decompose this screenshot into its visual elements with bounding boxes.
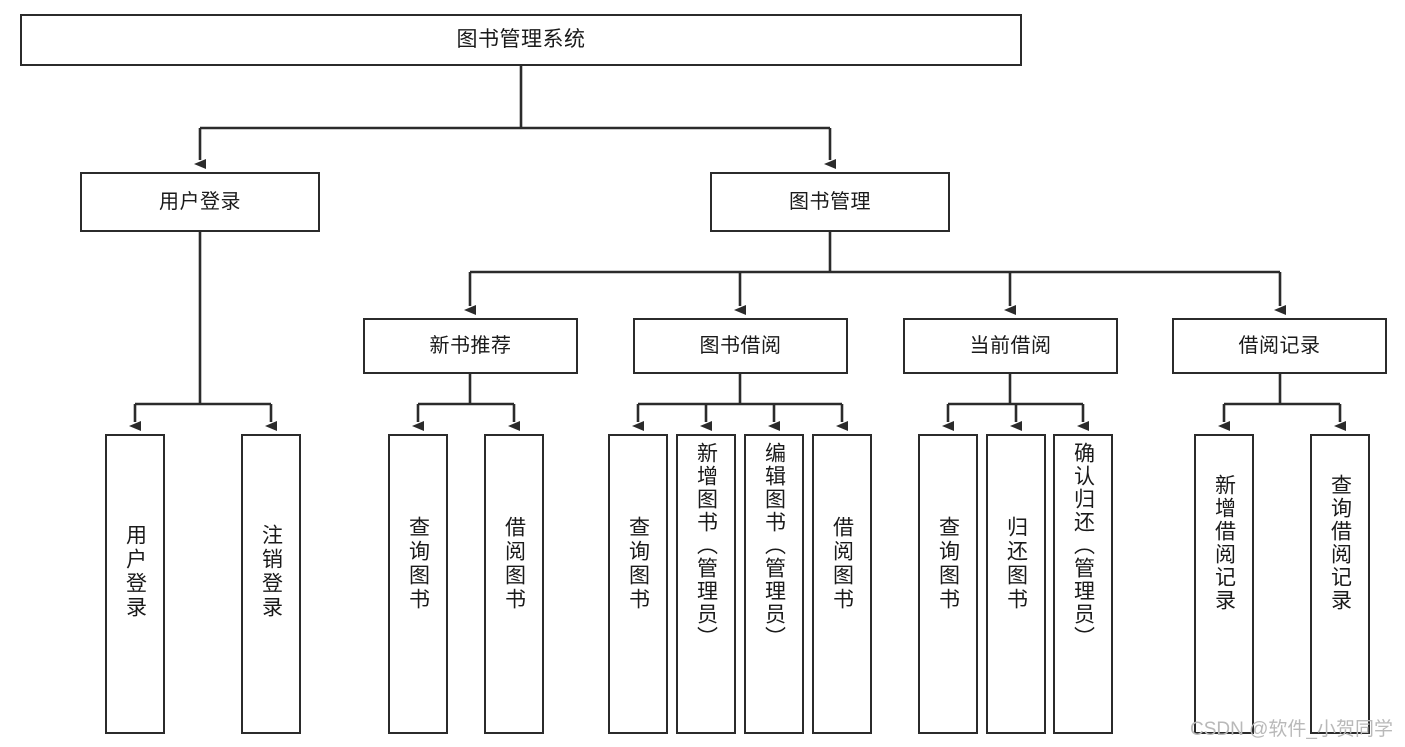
node-label: 归还图书 (1004, 516, 1028, 612)
node-label: 用户登录 (159, 190, 241, 213)
node-label: 当前借阅 (969, 334, 1052, 357)
node-label: 新增借阅记录 (1212, 474, 1236, 612)
node-label: 借阅图书 (502, 516, 526, 612)
leaf-user-login-login[interactable]: 用户登录 (105, 434, 165, 734)
node-label: 注销登录 (259, 524, 283, 620)
leaf-recommend-borrow-book[interactable]: 借阅图书 (484, 434, 544, 734)
node-label: 新增图书（管理员） (694, 442, 718, 649)
node-user-login[interactable]: 用户登录 (80, 172, 320, 232)
node-root-system[interactable]: 图书管理系统 (20, 14, 1022, 66)
node-new-book-recommend[interactable]: 新书推荐 (363, 318, 578, 374)
node-label: 查询图书 (936, 516, 960, 612)
node-label: 查询图书 (406, 516, 430, 612)
leaf-record-query-borrow-record[interactable]: 查询借阅记录 (1310, 434, 1370, 734)
node-label: 借阅图书 (830, 516, 854, 612)
leaf-current-return-book[interactable]: 归还图书 (986, 434, 1046, 734)
node-label: 图书管理系统 (456, 28, 586, 52)
leaf-record-add-borrow-record[interactable]: 新增借阅记录 (1194, 434, 1254, 734)
leaf-borrow-add-book-admin[interactable]: 新增图书（管理员） (676, 434, 736, 734)
node-label: 图书借阅 (699, 334, 782, 357)
leaf-borrow-edit-book-admin[interactable]: 编辑图书（管理员） (744, 434, 804, 734)
node-book-management[interactable]: 图书管理 (710, 172, 950, 232)
leaf-current-query-book[interactable]: 查询图书 (918, 434, 978, 734)
node-book-borrow[interactable]: 图书借阅 (633, 318, 848, 374)
node-label: 查询借阅记录 (1328, 474, 1352, 612)
node-label: 查询图书 (626, 516, 650, 612)
leaf-borrow-query-book[interactable]: 查询图书 (608, 434, 668, 734)
leaf-borrow-borrow-book[interactable]: 借阅图书 (812, 434, 872, 734)
leaf-user-login-logout[interactable]: 注销登录 (241, 434, 301, 734)
node-label: 编辑图书（管理员） (762, 442, 786, 649)
node-label: 新书推荐 (429, 334, 512, 357)
leaf-current-confirm-return-admin[interactable]: 确认归还（管理员） (1053, 434, 1113, 734)
node-label: 图书管理 (789, 190, 871, 213)
node-label: 确认归还（管理员） (1071, 442, 1095, 649)
leaf-recommend-query-book[interactable]: 查询图书 (388, 434, 448, 734)
node-current-borrow[interactable]: 当前借阅 (903, 318, 1118, 374)
node-label: 用户登录 (123, 524, 147, 620)
node-borrow-record[interactable]: 借阅记录 (1172, 318, 1387, 374)
node-label: 借阅记录 (1238, 334, 1321, 357)
